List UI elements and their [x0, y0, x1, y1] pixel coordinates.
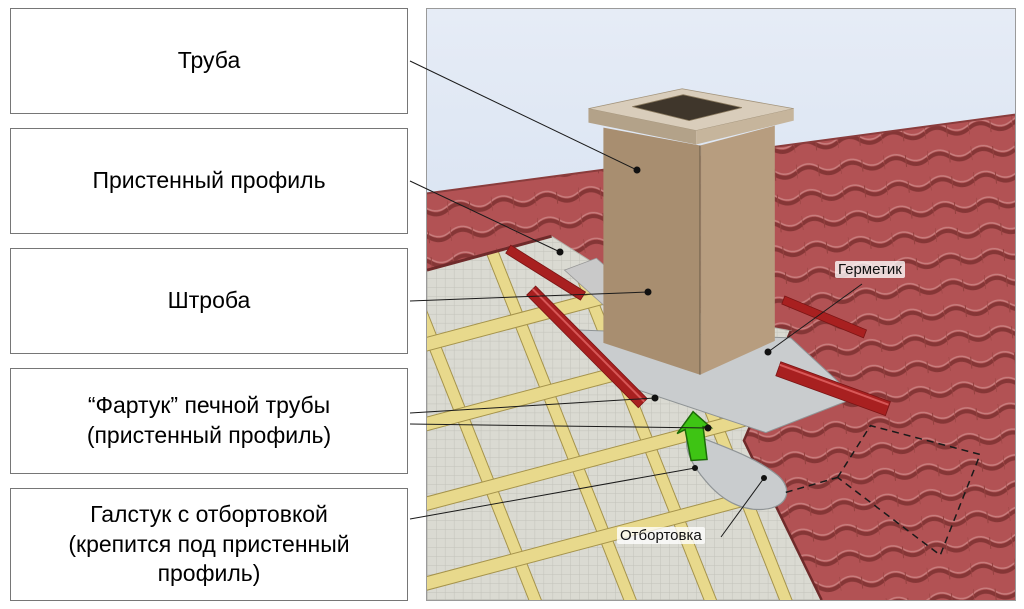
callout-box-groove: Штроба [10, 248, 408, 354]
hidden-tie-outline [785, 424, 982, 557]
callout-box-pipe: Труба [10, 8, 408, 114]
chimney [588, 88, 794, 375]
wall-profiles-lower [526, 285, 891, 417]
callout-box-wall-profile: Пристенный профиль [10, 128, 408, 234]
roof-illustration: Герметик Отбортовка [426, 8, 1016, 601]
callout-label-tie: Галстук с отбортовкой (крепится под прис… [68, 500, 350, 587]
roof-scene [427, 9, 1015, 600]
callout-label-groove: Штроба [167, 287, 251, 314]
callout-label-pipe: Труба [177, 47, 241, 74]
callout-label-wall-profile: Пристенный профиль [92, 167, 326, 194]
label-sealant: Герметик [835, 261, 905, 278]
callout-box-apron: “Фартук” печной трубы (пристенный профил… [10, 368, 408, 474]
chimney-opening [632, 94, 743, 122]
callout-box-tie: Галстук с отбортовкой (крепится под прис… [10, 488, 408, 601]
callout-label-apron: “Фартук” печной трубы (пристенный профил… [86, 392, 332, 448]
label-flange: Отбортовка [617, 527, 705, 544]
